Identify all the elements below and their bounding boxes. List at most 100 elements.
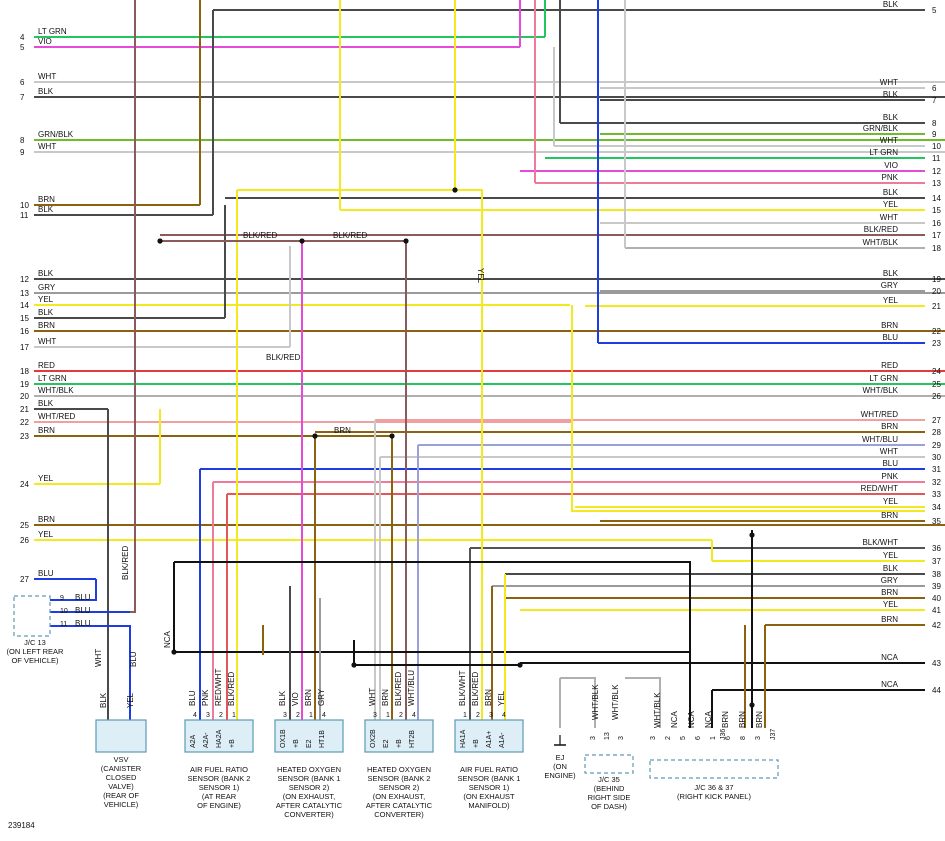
jc3637-pin: 3 — [650, 736, 657, 740]
vsv-wire-label: BLK — [99, 692, 108, 708]
component-caption: SENSOR 2) — [289, 783, 330, 792]
component-terminal: HA2A — [216, 729, 223, 748]
right-wire-label: WHT/BLU — [862, 435, 898, 444]
right-wire-label: WHT — [880, 213, 898, 222]
component-wire-label: BLU — [188, 690, 197, 706]
right-wire-label: VIO — [884, 161, 898, 170]
left-pin-number: 11 — [20, 211, 29, 220]
right-pin-number: 10 — [932, 142, 941, 151]
wht-blk-jc36 — [625, 677, 661, 728]
right-wire-label: BLK — [883, 269, 899, 278]
splice-dot — [389, 433, 395, 439]
right-pin-number: 14 — [932, 194, 941, 203]
right-wire-label: GRY — [881, 281, 899, 290]
right-pin-number: 29 — [932, 441, 941, 450]
right-wire-label: PNK — [882, 472, 899, 481]
mid-wire-label: BLK/RED — [243, 231, 277, 240]
vsv-caption: VEHICLE) — [104, 800, 139, 809]
jc13-wire-label: BLU — [75, 619, 91, 628]
component-terminal: HT1B — [319, 730, 326, 748]
jc3637-pin: 1 — [710, 736, 717, 740]
ej-label: EJ — [556, 753, 565, 762]
jc13-box — [13, 595, 51, 637]
left-wire-label: BRN — [38, 195, 55, 204]
component-terminal: A1A+ — [486, 731, 493, 748]
component-terminal: E2 — [383, 739, 390, 748]
right-pin-number: 26 — [932, 392, 941, 401]
right-wire-label: GRY — [881, 576, 899, 585]
jc3637-pin: 6 — [695, 736, 702, 740]
nca-line-2 — [174, 561, 691, 728]
right-wire-label: BLK — [883, 90, 899, 99]
component-caption: SENSOR 1) — [199, 783, 240, 792]
left-pin-number: 8 — [20, 136, 25, 145]
left-wire-label: GRY — [38, 283, 56, 292]
jc35-caption: RIGHT SIDE — [588, 793, 631, 802]
right-pin-number: 39 — [932, 582, 941, 591]
right-pin-number: 22 — [932, 327, 941, 336]
right-pin-number: 38 — [932, 570, 941, 579]
right-wire-label: WHT/BLK — [862, 386, 898, 395]
jc13-caption: (ON LEFT REAR — [7, 647, 65, 656]
jc3637-wire-label: BRN — [755, 711, 764, 728]
right-pin-number: 37 — [932, 557, 941, 566]
right-pin-number: 17 — [932, 231, 941, 240]
left-wire-label: YEL — [38, 474, 54, 483]
right-wire-label: PNK — [882, 173, 899, 182]
right-pin-number: 40 — [932, 594, 941, 603]
component-wire-label: WHT — [368, 688, 377, 706]
jc3637-wire-label: WHT/BLK — [653, 692, 662, 728]
jc3637-pin: 8 — [740, 736, 747, 740]
jc3637-wire-label: NCA — [704, 710, 713, 728]
component-wire-label: BLK/RED — [471, 672, 480, 706]
right-wire-label: BRN — [881, 588, 898, 597]
left-pin-number: 16 — [20, 327, 29, 336]
component-terminal: A2A- — [203, 732, 210, 748]
component-caption: CONVERTER) — [374, 810, 424, 819]
left-pin-number: 15 — [20, 314, 29, 323]
splice-dot — [157, 238, 163, 244]
component-wire-label: BRN — [484, 689, 493, 706]
right-wire-label: BLK/RED — [864, 225, 898, 234]
component-wire-label: PNK — [201, 689, 210, 706]
left-pin-number: 13 — [20, 289, 29, 298]
blu-jc13-11 — [50, 625, 131, 728]
jc3637-pin: 5 — [680, 736, 687, 740]
left-pin-number: 5 — [20, 43, 25, 52]
ej-caption: ENGINE) — [544, 771, 576, 780]
component-caption: HEATED OXYGEN — [367, 765, 431, 774]
right-pin-number: 34 — [932, 503, 941, 512]
left-wire-label: BRN — [38, 515, 55, 524]
component-wire-label: VIO — [291, 692, 300, 706]
jc35-box — [584, 754, 634, 774]
component-wire-label: BRN — [381, 689, 390, 706]
figure-id: 239184 — [8, 821, 35, 830]
left-pin-number: 12 — [20, 275, 29, 284]
right-wire-label: BRN — [881, 615, 898, 624]
component-wire-label: BLK/WHT — [458, 670, 467, 706]
left-pin-number: 10 — [20, 201, 29, 210]
yel-loop — [237, 189, 483, 728]
right-pin-number: 24 — [932, 367, 941, 376]
jc35-pin: 3 — [590, 736, 597, 740]
right-wire-label: YEL — [883, 551, 899, 560]
component-caption: SENSOR (BANK 2 — [368, 774, 431, 783]
jc3637-wire-label: BRN — [738, 711, 747, 728]
jc3637-pin: 3 — [755, 736, 762, 740]
component-pin: 4 — [412, 712, 416, 719]
left-wire-label: BRN — [38, 426, 55, 435]
left-wire-label: WHT/BLK — [38, 386, 74, 395]
component-terminal: HT2B — [409, 730, 416, 748]
right-pin-number: 6 — [932, 84, 937, 93]
left-wire-label: LT GRN — [38, 374, 67, 383]
vsv-caption: (CANISTER — [101, 764, 142, 773]
left-wire-label: GRN/BLK — [38, 130, 74, 139]
right-pin-number: 18 — [932, 244, 941, 253]
left-wire-label: WHT — [38, 142, 56, 151]
component-pin: 2 — [219, 712, 223, 719]
component-terminal: +B — [396, 739, 403, 748]
jc13-pin: 9 — [60, 595, 64, 602]
component-wire-label: WHT/BLU — [407, 670, 416, 706]
component-terminal: A1A- — [499, 732, 506, 748]
wht-blk-jc35-b — [560, 677, 596, 728]
